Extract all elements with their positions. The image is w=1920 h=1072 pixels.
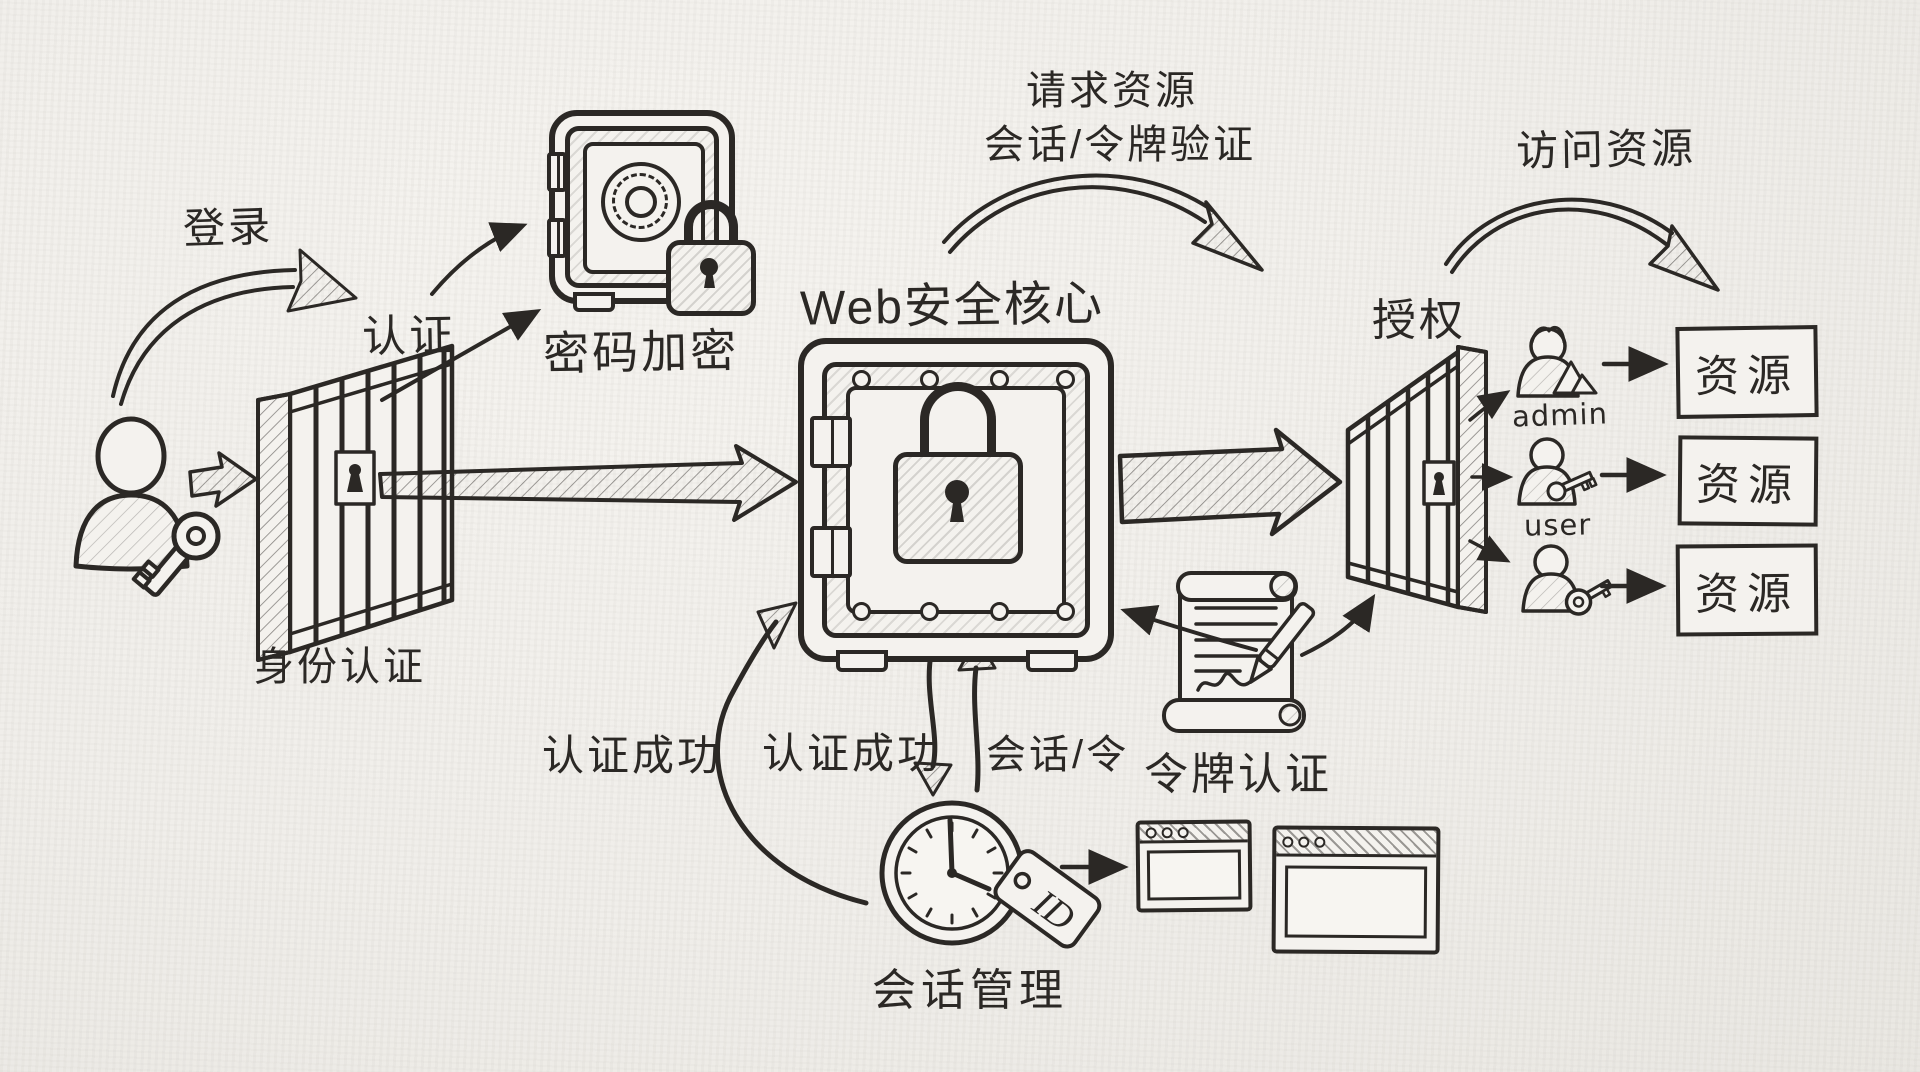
rivet	[990, 370, 1009, 389]
pen-icon	[1248, 602, 1316, 684]
authn-success-left-label: 认证成功	[542, 732, 723, 779]
request-resource-arrow	[942, 173, 1264, 272]
access-resource-arrow	[1444, 197, 1720, 292]
rivet	[990, 602, 1009, 621]
guest-icon	[1521, 544, 1613, 616]
resource-box-2: 资源	[1677, 435, 1819, 527]
rivet	[920, 602, 939, 621]
key-icon	[131, 511, 221, 597]
user-role-label: user	[1523, 507, 1592, 543]
resource-box-1: 资源	[1675, 325, 1819, 419]
scroll-to-core-arrow	[1120, 605, 1258, 652]
window-dot-icon	[1177, 826, 1189, 838]
rivet	[852, 370, 871, 389]
access-resource-label: 访问资源	[1515, 124, 1697, 175]
resource-label: 资源	[1695, 460, 1801, 511]
session-token-verify-label: 会话/令牌验证	[984, 123, 1257, 167]
dial-knob	[625, 186, 657, 218]
dial-ticks	[612, 173, 668, 229]
resource-label: 资源	[1694, 351, 1800, 402]
login-label: 登录	[182, 202, 274, 253]
person-to-gate-arrow	[188, 451, 258, 508]
core-title: Web安全核心	[799, 277, 1105, 336]
admin-role-label: admin	[1511, 396, 1609, 434]
browser-titlebar	[1139, 823, 1248, 844]
rivet	[1056, 370, 1075, 389]
window-dot-icon	[1314, 836, 1326, 848]
window-dot-icon	[1161, 826, 1173, 838]
browser-window-large	[1271, 825, 1441, 955]
encrypt-vault-icon	[547, 110, 735, 312]
password-encrypt-label: 密码加密	[542, 324, 740, 380]
identity-authn-label: 身份认证	[254, 645, 426, 689]
session-clock-icon	[879, 800, 1025, 946]
authn-success-curve-arrow	[715, 601, 869, 906]
user-icon	[1517, 437, 1598, 506]
rivet	[920, 370, 939, 389]
user-key-icon	[1546, 470, 1598, 502]
signature-squiggle	[1196, 671, 1252, 692]
gate-to-admin-arrow	[1468, 390, 1511, 422]
gate-to-encrypt-arrow	[380, 309, 542, 402]
gate-to-core-arrow	[378, 444, 798, 522]
login-arrow	[111, 248, 358, 406]
session-mgmt-label: 会话管理	[872, 966, 1068, 1015]
authorize-label: 授权	[1372, 296, 1466, 345]
resource-box-3: 资源	[1675, 543, 1819, 637]
window-dot-icon	[1298, 836, 1310, 848]
resource-label: 资源	[1694, 569, 1800, 620]
core-to-authz-arrow	[1117, 427, 1343, 537]
window-dot-icon	[1145, 826, 1157, 839]
gate-to-guest-arrow	[1468, 535, 1511, 563]
token-scroll-icon	[1162, 571, 1316, 733]
authn-to-vault-arrow	[430, 222, 528, 296]
session-id-tag: ID	[993, 849, 1102, 949]
rivet	[1056, 602, 1075, 621]
authn-label: 认证	[361, 311, 457, 362]
authn-success-mid-label: 认证成功	[762, 730, 943, 777]
scroll-to-authz-arrow	[1300, 593, 1376, 657]
authn-success-down-arrow	[913, 651, 953, 797]
window-dot-icon	[1282, 835, 1294, 848]
core-padlock-icon	[893, 382, 1023, 566]
admin-icon	[1516, 326, 1598, 398]
identity-gate-icon	[256, 343, 455, 662]
rivet	[852, 602, 871, 621]
session-or-token-label: 会话/令	[986, 733, 1130, 777]
authz-gate-icon	[1345, 345, 1488, 614]
request-resource-label: 请求资源	[1026, 69, 1198, 113]
browser-titlebar	[1276, 829, 1437, 858]
token-authn-label: 令牌认证	[1144, 750, 1332, 799]
browser-window-small	[1135, 819, 1253, 913]
person-with-key-icon	[73, 416, 221, 597]
encrypt-padlock-icon	[666, 200, 756, 316]
